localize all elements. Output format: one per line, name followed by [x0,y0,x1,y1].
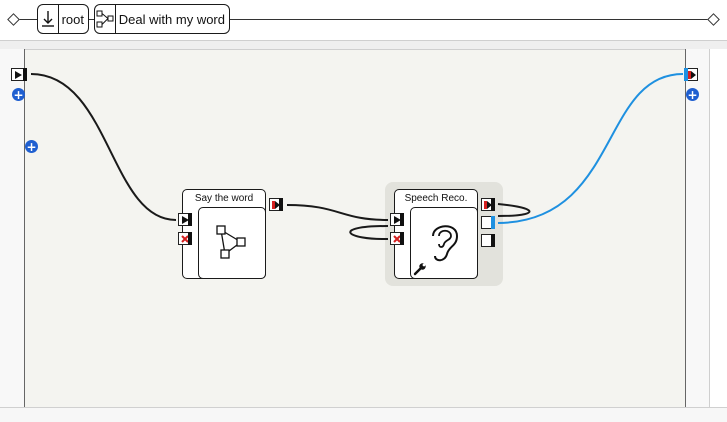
speech-reco-onstopped-port[interactable] [481,198,495,211]
speech-reco-onstart-port[interactable] [390,213,404,226]
breadcrumb-label: Deal with my word [118,11,225,27]
add-box-button[interactable]: + [25,139,38,154]
diagram-network-icon [216,225,246,259]
stop-play-icon [271,200,280,209]
ear-icon [432,225,459,262]
input-port-bar [0,49,25,407]
flow-diagram-icon [95,5,116,33]
box-speech-reco-body[interactable] [410,207,478,279]
breadcrumb-item-deal-with-my-word[interactable]: Deal with my word [94,4,230,34]
flow-canvas[interactable] [0,41,727,422]
play-icon [181,215,189,224]
breadcrumb-bar: root Deal with my word [0,0,727,41]
breadcrumb-end-diamond [707,13,720,26]
breadcrumb-start-diamond [7,13,20,26]
breadcrumb-line [13,19,715,20]
canvas-top-frame [0,41,727,50]
speech-reco-on-nothing-port[interactable] [481,234,495,247]
add-output-button[interactable]: + [686,87,699,102]
stop-play-icon [687,70,696,79]
canvas-right-edge [709,49,727,407]
box-title: Speech Reco. [404,193,468,204]
breadcrumb-item-root[interactable]: root [37,4,89,34]
stop-icon [392,234,401,243]
output-port-bar [685,49,710,407]
root-arrow-icon [38,5,59,33]
horizontal-scrollbar[interactable] [0,407,727,422]
onstopped-output-port[interactable] [684,68,698,81]
say-the-word-onstart-port[interactable] [178,213,192,226]
speech-reco-onstop-port[interactable] [390,232,404,245]
box-title: Say the word [194,193,254,204]
stop-icon [180,234,189,243]
say-the-word-onstop-port[interactable] [178,232,192,245]
breadcrumb-label: root [61,11,84,27]
add-input-button[interactable]: + [12,87,25,102]
stop-play-icon [483,200,492,209]
onstart-input-port[interactable] [11,68,27,81]
play-icon [14,70,22,79]
say-the-word-onstopped-port[interactable] [269,198,283,211]
box-say-the-word-body[interactable] [198,207,266,279]
wrench-icon[interactable] [413,262,427,276]
speech-reco-word-recognized-port[interactable] [481,216,495,229]
play-icon [393,215,401,224]
